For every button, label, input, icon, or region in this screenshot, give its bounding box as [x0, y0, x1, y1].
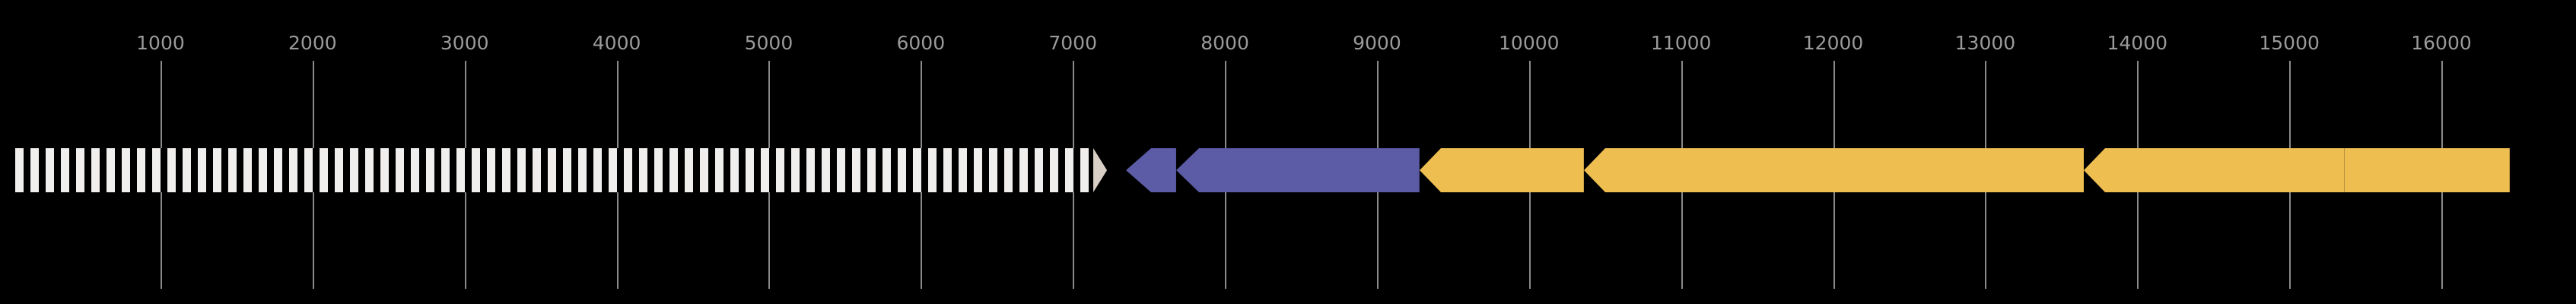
gene-feature[interactable] [8, 148, 1108, 192]
feature-body [1583, 148, 2085, 192]
gene-feature[interactable] [1583, 148, 2085, 192]
gene-feature[interactable] [1176, 148, 1420, 192]
feature-arrow-icon [1419, 148, 1584, 192]
gene-feature[interactable] [2345, 148, 2510, 192]
feature-body [2084, 148, 2345, 192]
feature-arrow-icon [1176, 148, 1420, 192]
feature-arrow-icon [8, 148, 1108, 192]
feature-arrow-icon [2084, 148, 2345, 192]
gene-feature[interactable] [1419, 148, 1584, 192]
feature-body [1419, 148, 1584, 192]
feature-arrow-icon [2345, 148, 2510, 192]
feature-arrow-icon [1126, 148, 1177, 192]
feature-body [2345, 148, 2510, 192]
feature-body [8, 148, 1094, 192]
feature-arrow-icon [1583, 148, 2085, 192]
gene-feature[interactable] [2084, 148, 2345, 192]
gene-feature[interactable] [1126, 148, 1177, 192]
feature-body [1176, 148, 1420, 192]
feature-body [1126, 148, 1177, 192]
